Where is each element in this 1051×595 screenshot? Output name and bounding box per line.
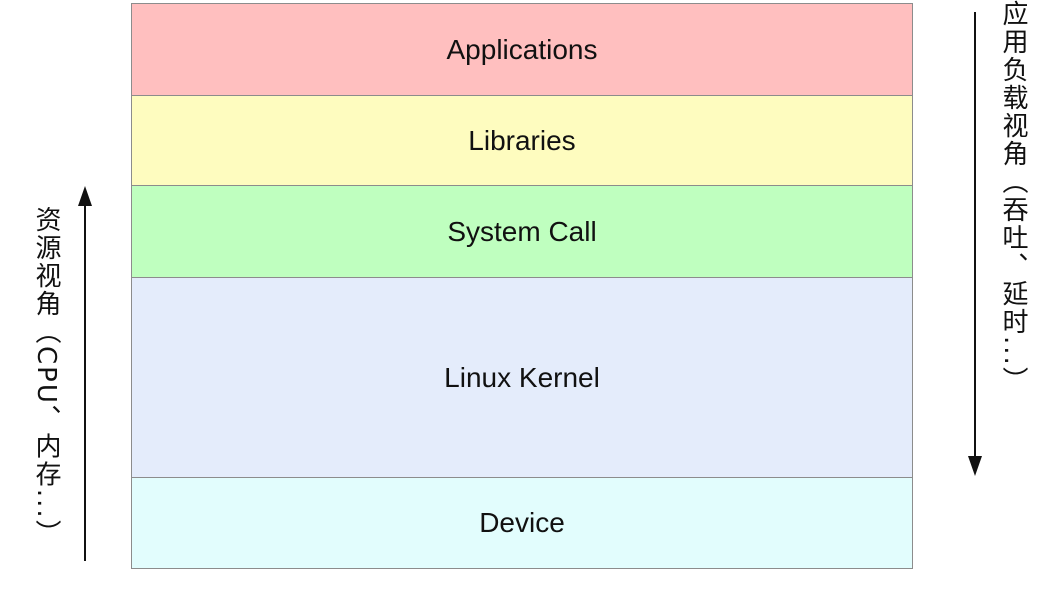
workload-perspective-label: 应用负载视角（吞吐、延时...） <box>998 0 1028 395</box>
layer-stack: Applications Libraries System Call Linux… <box>131 3 913 569</box>
layer-device: Device <box>131 477 913 569</box>
layer-system-call-label: System Call <box>447 216 597 247</box>
layer-libraries-label: Libraries <box>468 125 576 156</box>
layer-linux-kernel: Linux Kernel <box>131 277 913 479</box>
layer-linux-kernel-label: Linux Kernel <box>444 362 600 393</box>
layer-applications-label: Applications <box>446 34 598 65</box>
layer-system-call: System Call <box>131 185 913 279</box>
right-arrow-line <box>974 12 976 460</box>
layer-device-label: Device <box>479 507 565 538</box>
layer-libraries: Libraries <box>131 95 913 187</box>
left-arrow-line <box>84 204 86 561</box>
up-arrow-icon <box>78 186 92 206</box>
resource-perspective-label: 资源视角（CPU、内存...） <box>31 206 61 548</box>
down-arrow-icon <box>968 456 982 476</box>
layer-applications: Applications <box>131 3 913 97</box>
